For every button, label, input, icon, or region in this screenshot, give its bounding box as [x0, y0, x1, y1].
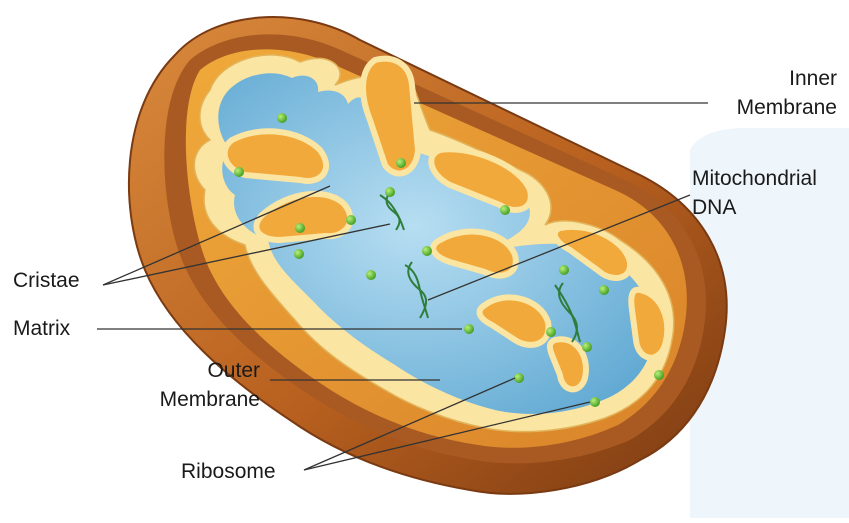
ribosome-dot — [295, 223, 305, 233]
ribosome-dot — [582, 342, 592, 352]
ribosome-dot — [500, 205, 510, 215]
ribosome-dot — [396, 158, 406, 168]
mitochondrial-dna-label: Mitochondrial DNA — [692, 166, 847, 220]
inner-membrane-label-line1: Inner — [690, 66, 837, 91]
ribosome-dot — [294, 249, 304, 259]
inner-membrane-label-line2: Membrane — [690, 95, 837, 120]
ribosome-dot — [599, 285, 609, 295]
ribosome-dot — [346, 215, 356, 225]
ribosome-dot — [654, 370, 664, 380]
ribosome-label: Ribosome — [181, 459, 276, 484]
ribosome-dot — [422, 246, 432, 256]
ribosome-dot — [590, 397, 600, 407]
ribosome-dot — [277, 113, 287, 123]
mitochondrial-dna-label-line1: Mitochondrial — [692, 166, 847, 191]
outer-membrane-label-line2: Membrane — [120, 387, 260, 412]
inner-membrane-label: Inner Membrane — [690, 66, 837, 120]
outer-membrane-label-line1: Outer — [120, 358, 260, 383]
ribosome-dot — [385, 187, 395, 197]
ribosome-dot — [546, 327, 556, 337]
ribosome-dot — [464, 324, 474, 334]
outer-membrane-label: Outer Membrane — [120, 358, 260, 412]
matrix-label: Matrix — [13, 316, 70, 341]
ribosome-dot — [559, 265, 569, 275]
cristae-label: Cristae — [13, 268, 80, 293]
ribosome-dot — [366, 270, 376, 280]
ribosome-dot — [514, 373, 524, 383]
mitochondrial-dna-label-line2: DNA — [692, 195, 847, 220]
ribosome-dot — [234, 167, 244, 177]
